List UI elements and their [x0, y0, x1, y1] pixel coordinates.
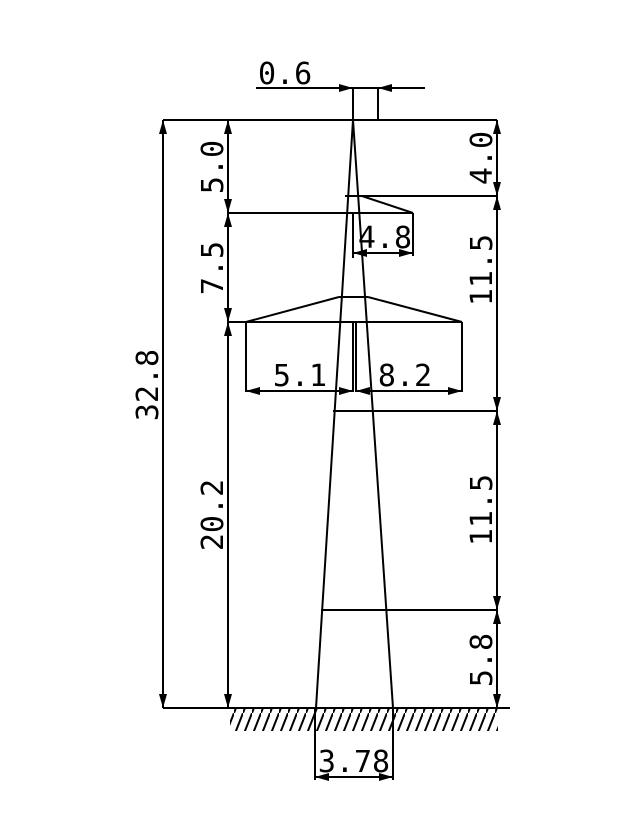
label-right-segment-2: 11.5	[465, 474, 500, 546]
tower-body	[228, 87, 497, 709]
label-top-width: 0.6	[258, 57, 312, 92]
label-upper-to-lower-arm: 7.5	[196, 241, 231, 295]
label-right-segment-1: 11.5	[465, 234, 500, 306]
label-total-height: 32.8	[131, 349, 166, 421]
right-leg	[352, 119, 394, 709]
lower-arm-right-brace	[367, 296, 463, 323]
label-top-to-upper-arm: 5.0	[196, 140, 231, 194]
lower-arm-left-brace	[245, 296, 340, 323]
label-upper-arm-length: 4.8	[358, 221, 412, 256]
ground-hatch	[230, 709, 498, 731]
label-lower-arm-height: 20.2	[196, 479, 231, 551]
top-cap	[352, 87, 379, 121]
upper-arm-brace	[361, 195, 414, 214]
extension-lines	[163, 88, 497, 780]
label-bottom-segment: 5.8	[465, 633, 500, 687]
left-leg	[315, 119, 354, 709]
label-lower-arm-left: 5.1	[273, 359, 327, 394]
label-top-to-right-arm: 4.0	[465, 131, 500, 185]
dimension-lines	[159, 84, 501, 781]
label-lower-arm-right: 8.2	[378, 359, 432, 394]
label-base-width: 3.78	[318, 745, 390, 780]
